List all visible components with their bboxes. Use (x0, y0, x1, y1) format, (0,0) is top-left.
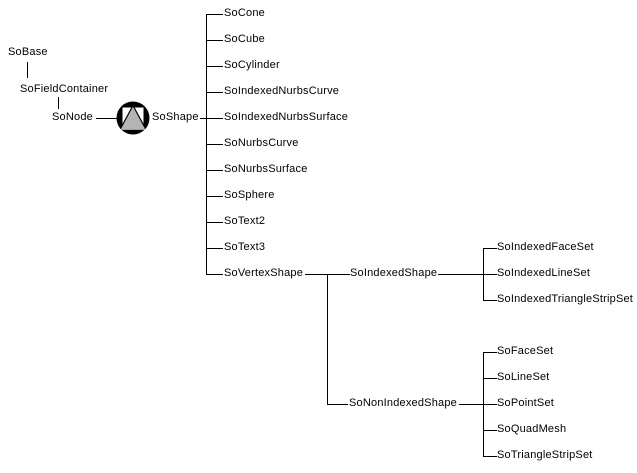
connector-line (483, 352, 497, 353)
connector-line (438, 274, 483, 275)
connector-line (206, 66, 223, 67)
class-label-soindexedshape: SoIndexedShape (350, 267, 438, 279)
connector-line (483, 300, 497, 301)
class-label-soindexednurbscurve: SoIndexedNurbsCurve (224, 85, 340, 97)
class-label-sosphere: SoSphere (224, 189, 275, 201)
node-icon (116, 101, 150, 135)
class-label-sovertexshape: SoVertexShape (224, 267, 304, 279)
connector-line (58, 97, 59, 109)
connector-line (206, 196, 223, 197)
class-label-socylinder: SoCylinder (224, 59, 280, 71)
class-label-soshape: SoShape (152, 111, 199, 123)
connector-line (27, 62, 28, 78)
connector-line (206, 118, 223, 119)
connector-line (459, 404, 483, 405)
connector-line (206, 248, 223, 249)
class-label-soindexednurbssurface: SoIndexedNurbsSurface (224, 111, 349, 123)
connector-line (483, 430, 497, 431)
connector-line (327, 274, 328, 405)
class-label-soindexedfaceset: SoIndexedFaceSet (497, 241, 594, 253)
connector-line (483, 248, 497, 249)
class-label-socone: SoCone (224, 7, 265, 19)
connector-line (96, 118, 117, 119)
class-label-sopointset: SoPointSet (497, 397, 555, 409)
connector-line (206, 144, 223, 145)
connector-line (206, 222, 223, 223)
connector-line (327, 404, 348, 405)
class-label-sotext2: SoText2 (224, 215, 266, 227)
class-label-sotrianglestripset: SoTriangleStripSet (497, 449, 593, 461)
class-label-soindexedlineset: SoIndexedLineSet (497, 267, 591, 279)
connector-line (483, 378, 497, 379)
connector-line (483, 404, 497, 405)
connector-line (200, 118, 207, 119)
class-label-sonurbssurface: SoNurbsSurface (224, 163, 308, 175)
class-label-solineset: SoLineSet (497, 371, 550, 383)
connector-line (206, 92, 223, 93)
class-label-sonode: SoNode (52, 111, 93, 123)
connector-line (206, 14, 223, 15)
class-label-soindexedtrianglestripset: SoIndexedTriangleStripSet (497, 293, 634, 305)
class-label-socube: SoCube (224, 33, 265, 45)
connector-line (206, 274, 223, 275)
connector-line (483, 456, 497, 457)
class-label-sofaceset: SoFaceSet (497, 345, 554, 357)
class-label-sobase: SoBase (8, 46, 48, 58)
class-label-sotext3: SoText3 (224, 241, 266, 253)
class-label-soquadmesh: SoQuadMesh (497, 423, 567, 435)
connector-line (206, 170, 223, 171)
class-label-sofieldcontainer: SoFieldContainer (20, 83, 109, 95)
class-label-sononindexedshape: SoNonIndexedShape (349, 397, 457, 409)
class-label-sonurbscurve: SoNurbsCurve (224, 137, 299, 149)
connector-line (206, 40, 223, 41)
connector-line (483, 274, 497, 275)
